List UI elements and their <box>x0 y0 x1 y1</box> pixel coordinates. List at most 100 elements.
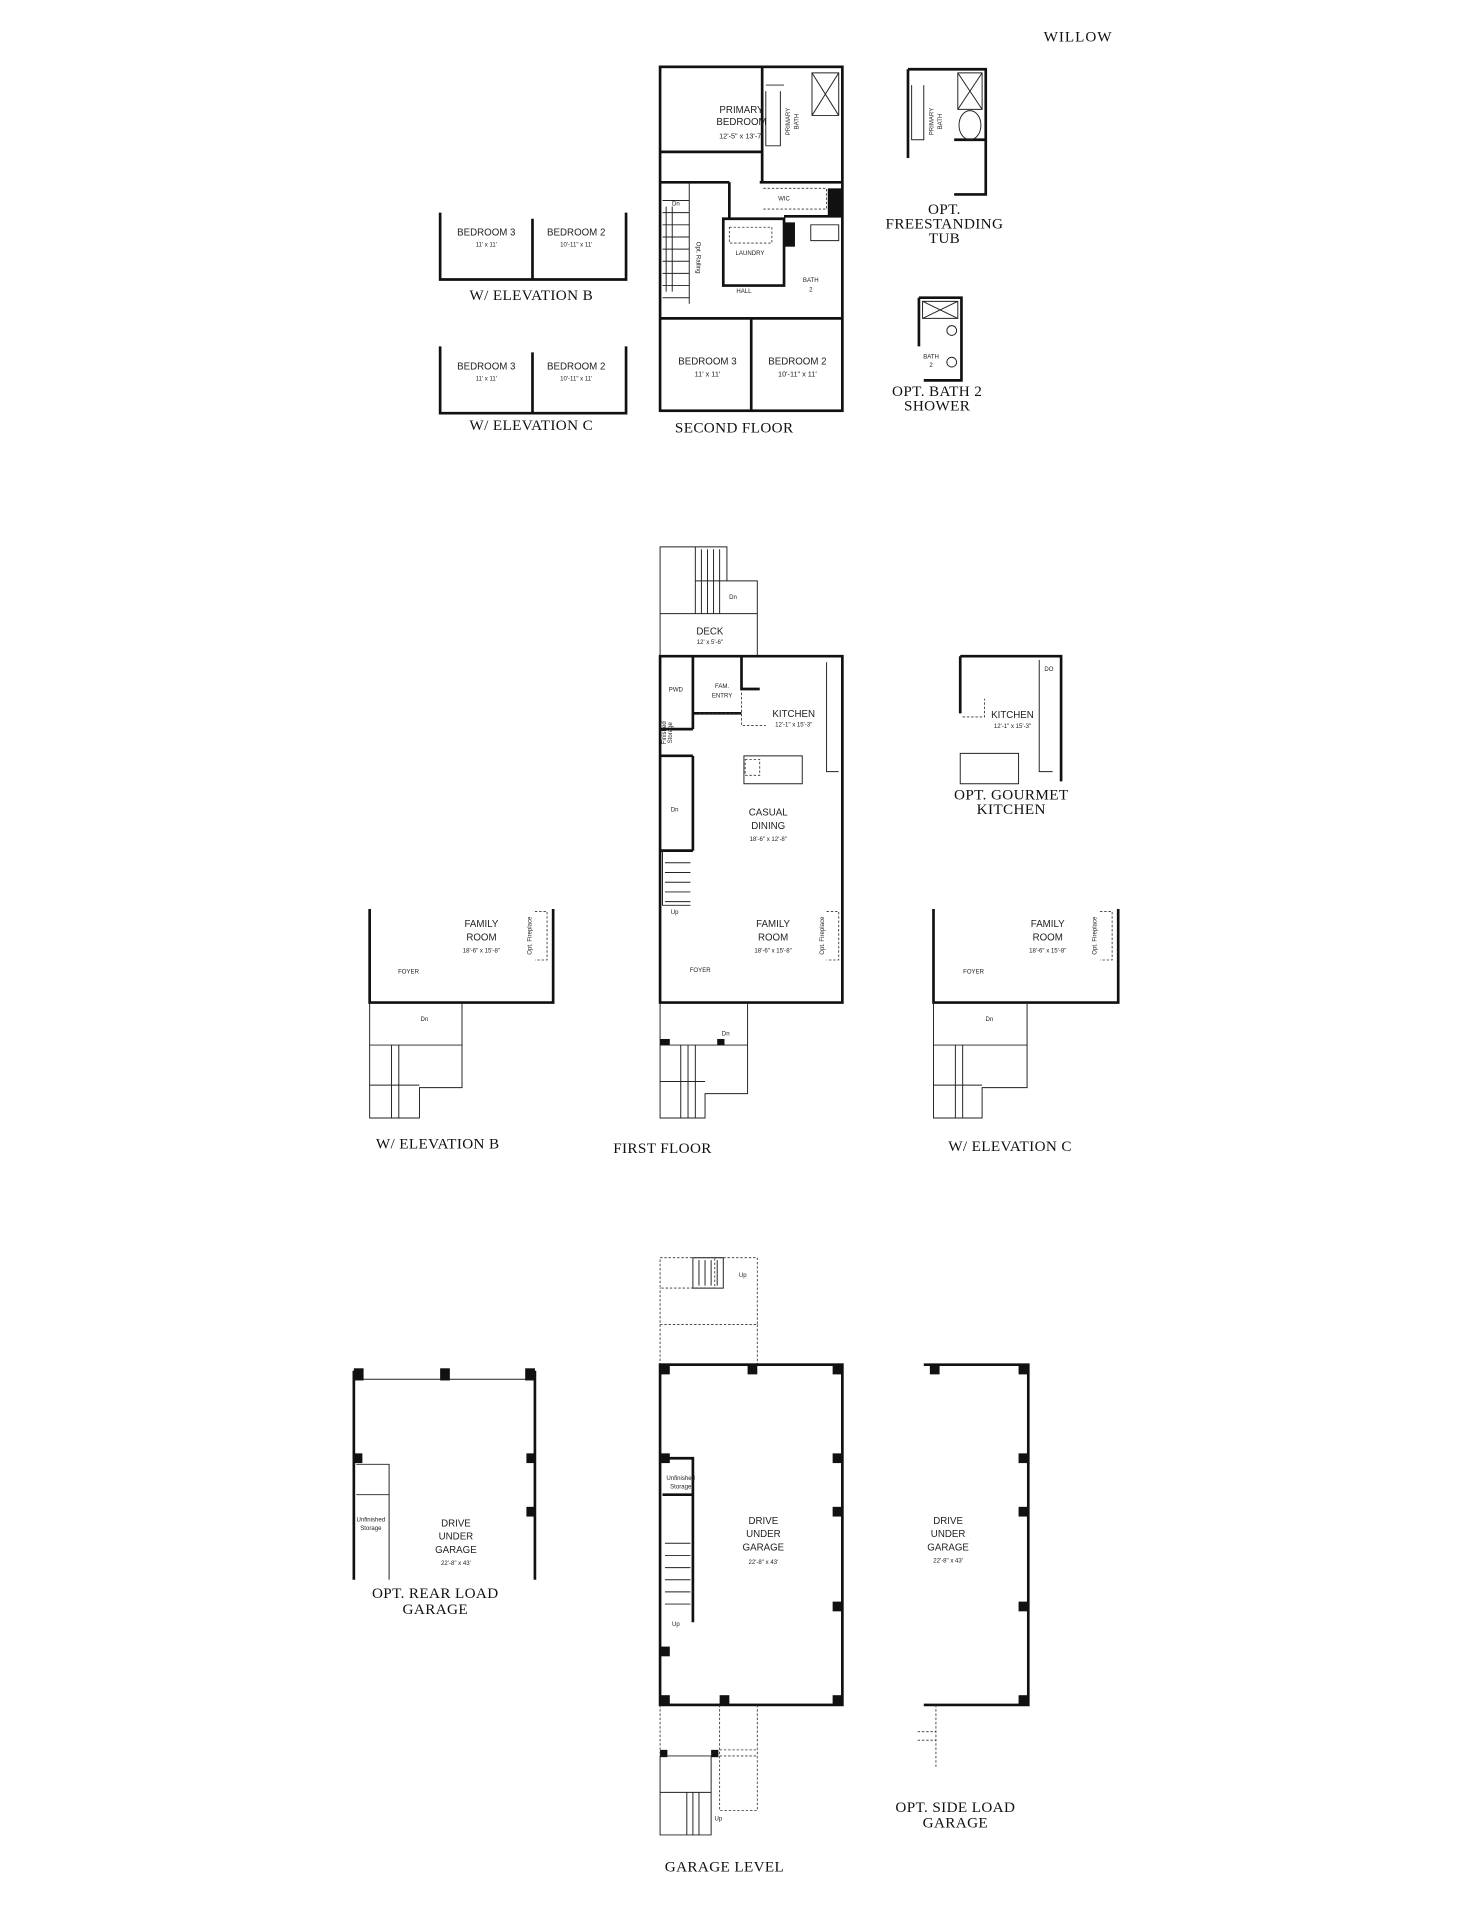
bedroom2-dimensions: 10'-11" x 11' <box>778 370 817 379</box>
opt-rear-load-garage-title: GARAGE <box>403 1601 468 1618</box>
family-room-label: FAMILY <box>465 919 499 930</box>
family-room-label: FAMILY <box>1031 919 1065 930</box>
unfinished-storage-label: Unfinished <box>666 1476 695 1482</box>
opt-freestanding-tub-title: FREESTANDING <box>886 215 1004 232</box>
kitchen-dimensions: 12'-1" x 15'-3" <box>994 724 1031 730</box>
elevation-b-title: W/ ELEVATION B <box>376 1135 500 1152</box>
laundry-label: LAUNDRY <box>736 251 765 257</box>
primary-bedroom-label: PRIMARY <box>719 105 764 116</box>
garage-label: DRIVE <box>749 1516 779 1527</box>
porch-dn-label: Dn <box>722 1031 730 1037</box>
casual-dining-label: DINING <box>751 821 785 832</box>
deck-label: DECK <box>696 626 724 637</box>
bedroom3-dimensions: 11' x 11' <box>476 376 497 382</box>
bedroom3-dimensions: 11' x 11' <box>695 370 721 379</box>
first-floor-title: FIRST FLOOR <box>613 1140 712 1157</box>
wic-label: WIC <box>778 197 790 203</box>
elevation-b-title: W/ ELEVATION B <box>469 287 593 304</box>
primary-bath-label: BATH <box>938 114 944 130</box>
garage-label: UNDER <box>746 1529 781 1540</box>
opt-rear-load-garage-title: OPT. REAR LOAD <box>372 1585 499 1602</box>
elevation-b-first-floor: FAMILY ROOM 18'-6" x 15'-8" Opt. Firepla… <box>368 908 555 1152</box>
rear-stair-up-label: Up <box>739 1273 747 1279</box>
elevation-c-title: W/ ELEVATION C <box>948 1138 1072 1155</box>
foyer-label: FOYER <box>398 969 420 975</box>
opt-fireplace-label: Opt. Fireplace <box>527 916 533 955</box>
stair-up-label: Up <box>671 910 679 916</box>
bedroom3-label: BEDROOM 3 <box>678 357 736 368</box>
opt-gourmet-kitchen-plan: DO KITCHEN 12'-1" x 15'-3" OPT. GOURMET … <box>954 654 1069 818</box>
stair-dn-label: Dn <box>671 808 679 814</box>
garage-level-title: GARAGE LEVEL <box>665 1858 784 1875</box>
garage-label: DRIVE <box>933 1516 963 1527</box>
primary-bath-label: PRIMARY <box>786 108 792 136</box>
opt-bath2-shower-plan: BATH 2 OPT. BATH 2 SHOWER <box>892 296 982 415</box>
unfinished-storage-label: Storage <box>670 1485 692 1491</box>
opt-side-load-garage-title: GARAGE <box>923 1815 988 1832</box>
family-room-label: FAMILY <box>756 919 790 930</box>
opt-railing-label: Opt. Railing <box>695 242 701 274</box>
powder-room-label: PWD <box>669 687 684 693</box>
bedroom2-label: BEDROOM 2 <box>547 361 605 372</box>
garage-dimensions: 22'-8" x 43' <box>748 1560 778 1566</box>
hall-label: HALL <box>736 289 752 295</box>
bath2-label: 2 <box>929 363 933 369</box>
opt-freestanding-tub-title: OPT. <box>928 201 961 218</box>
primary-bath-label: BATH <box>795 114 801 130</box>
opt-side-load-garage-plan: DRIVE UNDER GARAGE 22'-8" x 43' OPT. SID… <box>895 1363 1030 1832</box>
family-room-label: ROOM <box>466 933 496 944</box>
family-room-dimensions: 18'-6" x 15'-8" <box>463 949 500 955</box>
opt-rear-load-garage-plan: DRIVE UNDER GARAGE 22'-8" x 43' Unfinish… <box>352 1368 537 1618</box>
bedroom3-dimensions: 11' x 11' <box>476 243 497 249</box>
porch-dn-label: Dn <box>986 1017 994 1023</box>
opt-bath2-shower-title: SHOWER <box>904 398 971 415</box>
opt-side-load-garage-title: OPT. SIDE LOAD <box>895 1799 1015 1816</box>
foyer-label: FOYER <box>690 968 712 974</box>
casual-dining-dimensions: 18'-6" x 12'-8" <box>750 837 787 843</box>
kitchen-label: KITCHEN <box>991 710 1034 721</box>
elevation-c-title: W/ ELEVATION C <box>469 417 593 434</box>
opt-freestanding-tub-title: TUB <box>929 230 960 247</box>
bath2-label: BATH <box>803 278 819 284</box>
deck-stair-dn-label: Dn <box>729 595 737 601</box>
garage-label: DRIVE <box>441 1518 471 1529</box>
family-entry-label: ENTRY <box>712 694 732 700</box>
bedroom2-dimensions: 10'-11" x 11' <box>560 243 592 249</box>
opt-gourmet-kitchen-title: OPT. GOURMET <box>954 787 1069 804</box>
finished-storage-label: Finished <box>662 721 668 744</box>
elevation-c-first-floor: FAMILY ROOM 18'-6" x 15'-8" Opt. Firepla… <box>932 908 1120 1155</box>
family-room-label: ROOM <box>758 933 788 944</box>
opt-fireplace-label: Opt. Fireplace <box>1092 916 1098 955</box>
garage-level-plan: DRIVE UNDER GARAGE 22'-8" x 43' Unfinish… <box>658 1257 844 1875</box>
primary-bath-label: PRIMARY <box>930 108 936 136</box>
bedroom3-label: BEDROOM 3 <box>457 361 515 372</box>
casual-dining-label: CASUAL <box>749 807 788 818</box>
bath2-label: BATH <box>923 354 939 360</box>
deck-dimensions: 12' x 5'-6" <box>697 640 723 646</box>
garage-label: GARAGE <box>927 1543 969 1554</box>
kitchen-label: KITCHEN <box>772 709 815 720</box>
finished-storage-label: Storage <box>668 722 674 744</box>
stair-up-label: Up <box>672 1622 680 1628</box>
family-room-label: ROOM <box>1033 933 1063 944</box>
primary-bedroom-dimensions: 12'-5" x 13'-7" <box>719 132 764 141</box>
unfinished-storage-label: Unfinished <box>357 1517 386 1523</box>
opt-gourmet-kitchen-title: KITCHEN <box>977 801 1046 818</box>
porch-dn-label: Dn <box>420 1017 428 1023</box>
opt-bath2-shower-title: OPT. BATH 2 <box>892 383 982 400</box>
primary-bedroom-label: BEDROOM <box>716 117 766 128</box>
kitchen-dimensions: 12'-1" x 15'-3" <box>775 723 812 729</box>
front-stair-up-label: Up <box>715 1816 723 1822</box>
first-floor-plan: DECK 12' x 5'-6" Dn PWD FAM. ENTRY KITCH… <box>613 546 844 1157</box>
elevation-c-second-floor: BEDROOM 3 11' x 11' BEDROOM 2 10'-11" x … <box>438 346 628 434</box>
bedroom3-label: BEDROOM 3 <box>457 228 515 239</box>
garage-dimensions: 22'-8" x 43' <box>933 1559 963 1565</box>
garage-dimensions: 22'-8" x 43' <box>441 1561 471 1567</box>
plan-title: WILLOW <box>1044 28 1113 45</box>
garage-label: UNDER <box>439 1532 474 1543</box>
second-floor-title: SECOND FLOOR <box>675 420 794 437</box>
family-room-dimensions: 18'-6" x 15'-8" <box>1029 949 1066 955</box>
bedroom2-label: BEDROOM 2 <box>547 228 605 239</box>
elevation-b-second-floor: BEDROOM 3 11' x 11' BEDROOM 2 10'-11" x … <box>438 212 628 304</box>
